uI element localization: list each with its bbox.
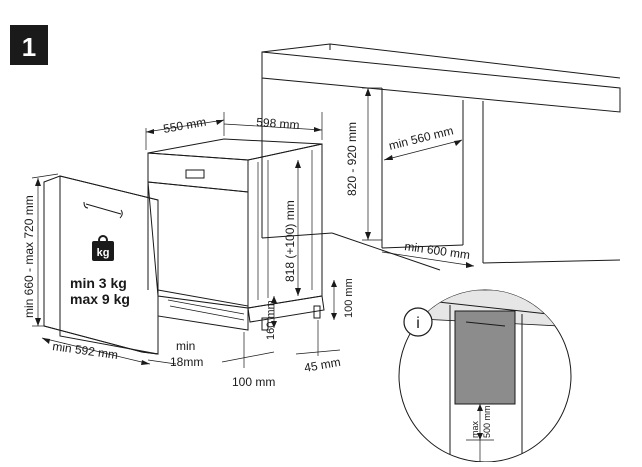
cabinet-depth-dimension: min 600 mm — [381, 239, 475, 268]
cabinet-depth-label: min 600 mm — [404, 239, 471, 262]
step-number: 1 — [22, 32, 36, 62]
cabinet-height-label: 820 - 920 mm — [345, 122, 359, 196]
plinth-height-dimension: 160 mm — [265, 296, 277, 340]
min-gap-dimension: min 18mm — [147, 339, 203, 369]
panel-width-dimension: min 592 mm — [41, 337, 151, 365]
depth-dimension: 550 mm — [145, 112, 225, 150]
min-gap-label: min — [176, 339, 195, 353]
panel-height-dimension: min 660 - max 720 mm — [22, 173, 59, 327]
weight-icon-label: kg — [97, 247, 110, 259]
foot-offset-dimension: 45 mm — [295, 320, 342, 375]
weight-icon: kg — [92, 235, 114, 261]
height-dimension: 818 (+100) mm — [283, 160, 301, 296]
foot-offset-label: 45 mm — [303, 355, 342, 375]
depth-label: 550 mm — [162, 115, 207, 136]
weight-max-label: max 9 kg — [70, 291, 130, 307]
plinth-height-label: 160 mm — [265, 300, 277, 340]
plinth-depth-label: 100 mm — [232, 375, 275, 389]
cabinet-height-dimension: 820 - 920 mm — [345, 87, 382, 241]
plinth-depth-dimension: 100 mm — [221, 332, 275, 389]
step-badge — [10, 25, 48, 65]
info-icon: i — [403, 307, 433, 337]
cabinet-width-label: min 560 mm — [387, 123, 454, 153]
min-gap-value: 18mm — [170, 355, 203, 369]
info-symbol: i — [416, 315, 420, 332]
cabinet-width-dimension: min 560 mm — [383, 123, 463, 161]
panel-height-label: min 660 - max 720 mm — [22, 195, 36, 318]
detail-inset: max 500 mm — [398, 289, 572, 463]
height-label: 818 (+100) mm — [283, 200, 297, 282]
inset-max-label: max — [470, 420, 480, 438]
foot-adjust-label: 100 mm — [343, 278, 355, 318]
width-dimension: 598 mm — [223, 112, 323, 140]
furniture-door-panel — [43, 175, 159, 355]
foot-adjust-dimension: 100 mm — [331, 278, 355, 320]
inset-max-value: 500 mm — [482, 405, 492, 438]
kitchen-cabinet — [261, 43, 621, 271]
width-label: 598 mm — [256, 115, 300, 132]
door-handle-icon — [185, 169, 205, 179]
weight-min-label: min 3 kg — [70, 275, 127, 291]
inset-door-panel — [454, 310, 516, 405]
panel-width-label: min 592 mm — [52, 339, 119, 362]
